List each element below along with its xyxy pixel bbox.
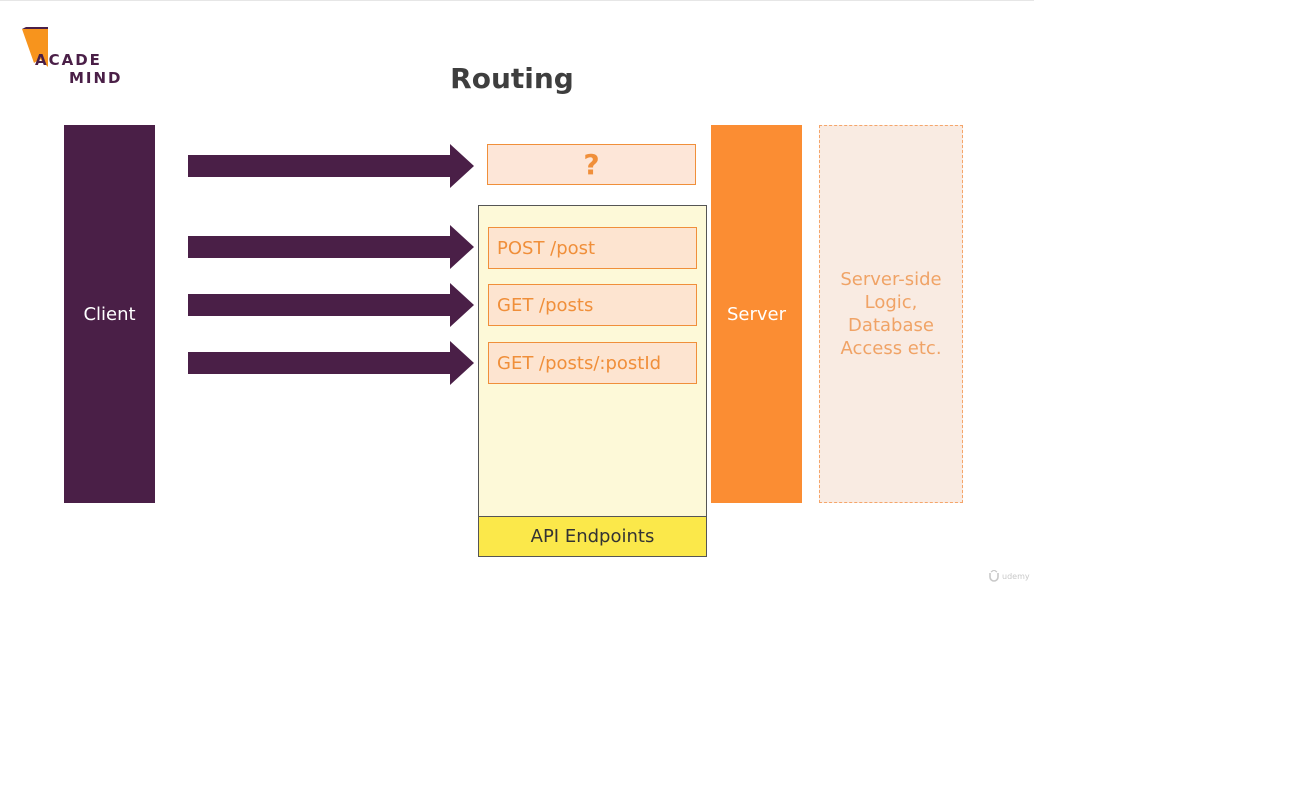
route-post-post: POST /post [488, 227, 697, 269]
api-endpoints-footer: API Endpoints [479, 516, 706, 556]
academind-bookmark-icon [22, 27, 48, 67]
unknown-route-box: ? [487, 144, 696, 185]
unknown-route-label: ? [583, 148, 600, 181]
client-label: Client [83, 303, 136, 325]
request-arrow-2 [188, 225, 474, 269]
route-label: GET /posts/:postId [497, 352, 662, 374]
client-box: Client [64, 125, 155, 503]
slide: ACADE MIND Routing Client ? POST /post G… [0, 0, 1034, 582]
udemy-logo-icon [989, 570, 999, 582]
server-label: Server [726, 303, 787, 325]
server-box: Server [711, 125, 802, 503]
academind-logo: ACADE MIND [22, 27, 132, 89]
logo-text-top: ACADE [35, 51, 102, 69]
api-endpoints-container: POST /post GET /posts GET /posts/:postId… [478, 205, 707, 557]
request-arrow-4 [188, 341, 474, 385]
slide-title: Routing [450, 62, 574, 95]
request-arrow-1 [188, 144, 474, 188]
watermark-label: udemy [1002, 571, 1030, 581]
request-arrows [188, 144, 474, 385]
request-arrow-3 [188, 283, 474, 327]
udemy-watermark: udemy [988, 570, 1030, 582]
api-endpoints-label: API Endpoints [530, 526, 655, 547]
server-logic-box: Server-side Logic, Database Access etc. [819, 125, 963, 503]
route-label: POST /post [497, 237, 596, 259]
route-get-post-by-id: GET /posts/:postId [488, 342, 697, 384]
route-label: GET /posts [497, 294, 594, 316]
route-get-posts: GET /posts [488, 284, 697, 326]
logo-text-bottom: MIND [69, 69, 123, 87]
server-logic-label: Server-side Logic, Database Access etc. [840, 269, 942, 359]
